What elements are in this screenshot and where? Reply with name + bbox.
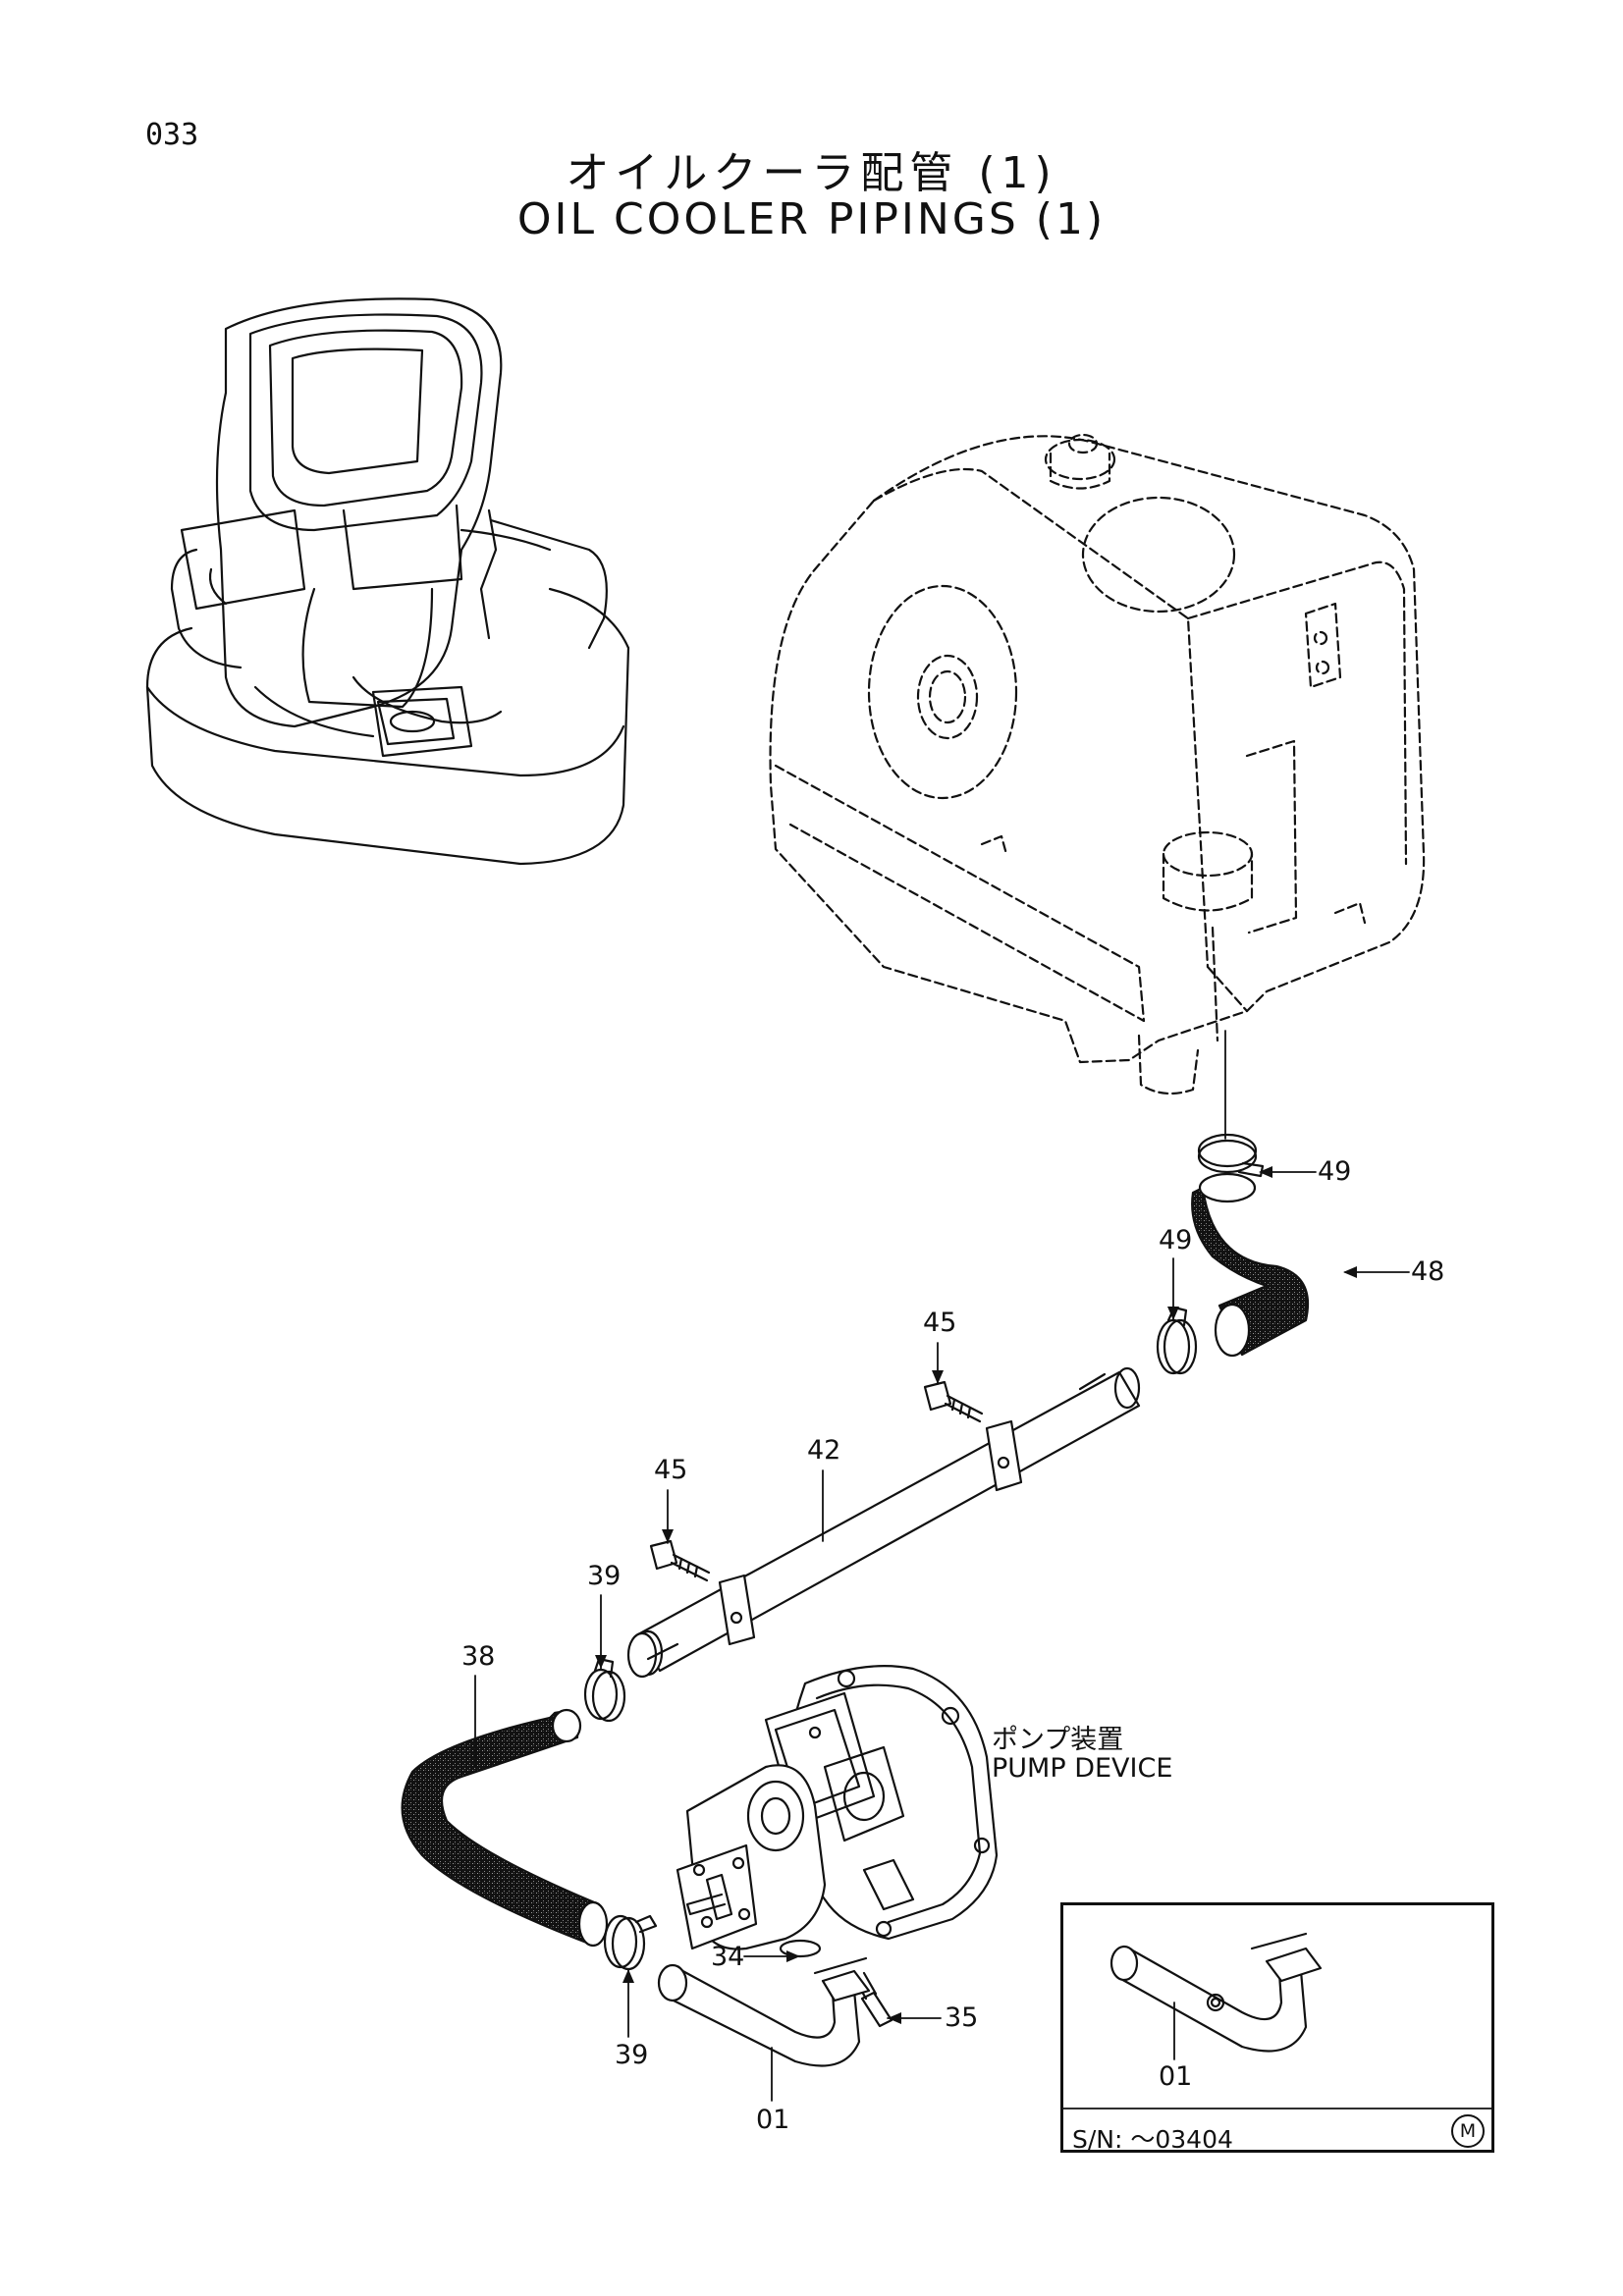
inset-pipe-01 xyxy=(1109,1932,1323,2053)
callout-39-lower: 39 xyxy=(615,2040,649,2070)
page-number: 033 xyxy=(145,118,199,152)
inset-callout-01: 01 xyxy=(1159,2061,1193,2092)
circled-m-mark: M xyxy=(1451,2114,1485,2148)
pump-device xyxy=(676,1665,999,1950)
hose-clamp-49-top xyxy=(1197,1133,1265,1178)
callout-49-top: 49 xyxy=(1318,1156,1352,1187)
pump-device-label-english: PUMP DEVICE xyxy=(992,1753,1173,1784)
leader-lines xyxy=(474,1030,1493,2109)
pipe-01 xyxy=(657,1956,871,2067)
pipe-42 xyxy=(626,1366,1141,1679)
hose-clamp-39-lower xyxy=(603,1914,658,1971)
bolt-45-upper xyxy=(923,1380,984,1423)
callout-01: 01 xyxy=(756,2105,790,2135)
pump-device-label-japanese: ポンプ装置 xyxy=(992,1725,1124,1755)
serial-number-note: S/N: ～03404 xyxy=(1072,2125,1233,2154)
machine-overview xyxy=(145,297,630,866)
bolt-45-lower xyxy=(649,1539,711,1582)
callout-34: 34 xyxy=(711,1942,745,1972)
callout-49-mid: 49 xyxy=(1159,1225,1193,1255)
callout-45-upper: 45 xyxy=(923,1308,957,1338)
title-japanese: オイルクーラ配管 (1) xyxy=(566,148,1057,198)
callout-39-upper: 39 xyxy=(587,1561,622,1591)
callout-35: 35 xyxy=(945,2002,979,2033)
leader-arrowheads xyxy=(595,1166,1357,2024)
callout-38: 38 xyxy=(461,1641,496,1672)
hose-clamp-49-mid xyxy=(1156,1306,1198,1375)
hydraulic-tank xyxy=(769,433,1426,1095)
hose-clamp-39-upper xyxy=(583,1657,626,1723)
callout-42: 42 xyxy=(807,1435,841,1466)
hose-38 xyxy=(401,1708,609,1948)
callout-48: 48 xyxy=(1411,1256,1445,1287)
title-english: OIL COOLER PIPINGS (1) xyxy=(516,194,1107,244)
callout-45-lower: 45 xyxy=(654,1455,688,1485)
hose-48 xyxy=(1191,1172,1310,1358)
inset-box xyxy=(1060,1902,1494,2153)
